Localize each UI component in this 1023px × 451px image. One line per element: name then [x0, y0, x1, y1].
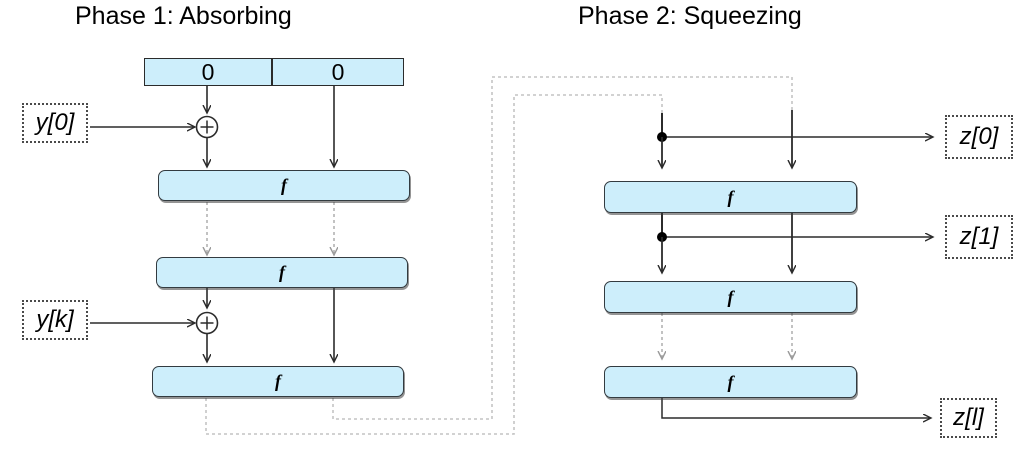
phase2-function-block-1: f — [604, 181, 857, 213]
phase1-function-block-2: f — [156, 257, 408, 288]
phase2-function-block-2: f — [604, 281, 857, 313]
phase1-function-block-1: f — [158, 170, 410, 201]
output-z1-box: z[1] — [945, 215, 1013, 259]
capacity-register-cell: 0 — [272, 58, 404, 86]
phase1-function-block-3: f — [152, 366, 404, 397]
input-y0-box: y[0] — [22, 103, 88, 143]
input-yk-box: y[k] — [22, 300, 88, 340]
phase2-function-block-3: f — [604, 366, 857, 398]
output-z1-label: z[1] — [959, 223, 999, 250]
phase-2-title: Phase 2: Squeezing — [578, 2, 802, 30]
output-tap-z1 — [657, 232, 932, 242]
phase-1-title: Phase 1: Absorbing — [75, 2, 292, 30]
xor-gate-2 — [195, 311, 219, 335]
bridge-capacity-phase1-to-phase2 — [332, 76, 793, 420]
xor-gate-1 — [195, 115, 219, 139]
input-yk-label: y[k] — [36, 306, 74, 333]
bridge-rate-phase1-to-phase2 — [205, 94, 663, 435]
output-zl-box: z[l] — [940, 398, 997, 438]
output-tap-z0 — [657, 132, 932, 142]
output-z0-label: z[0] — [959, 123, 999, 150]
input-y0-label: y[0] — [35, 109, 75, 136]
rate-register-cell: 0 — [144, 58, 272, 86]
output-tap-zl — [661, 398, 930, 418]
output-z0-box: z[0] — [945, 115, 1013, 159]
output-zl-label: z[l] — [953, 404, 984, 431]
